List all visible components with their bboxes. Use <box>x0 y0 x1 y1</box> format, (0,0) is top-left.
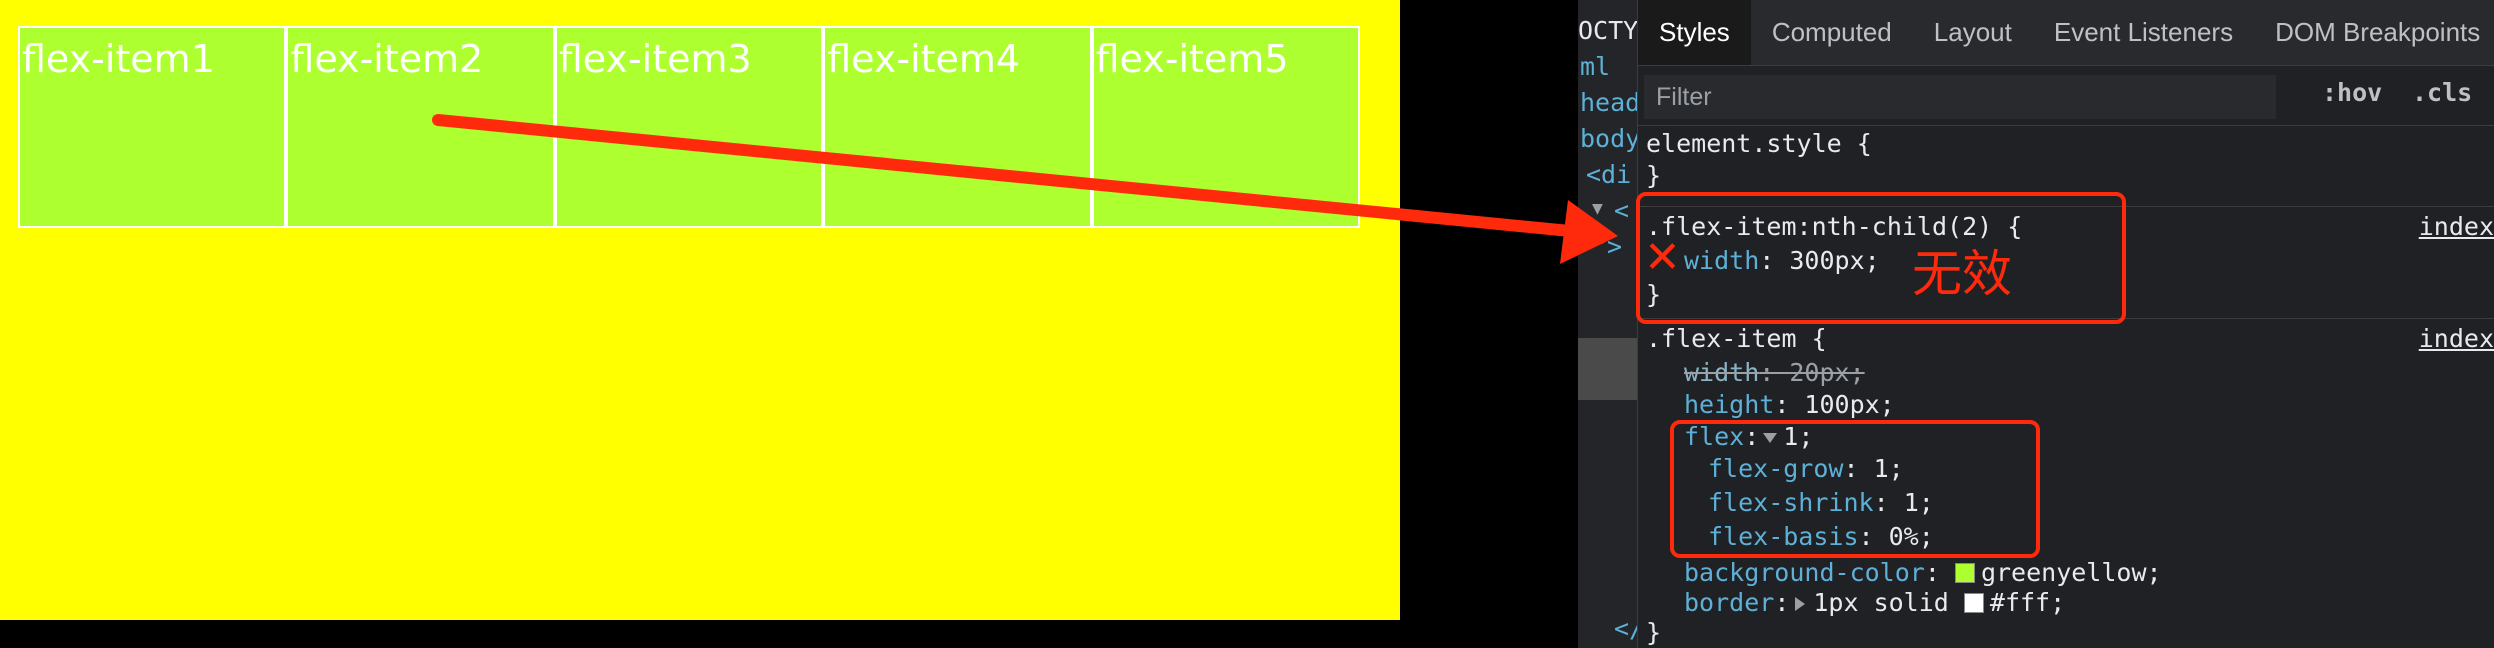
flex-item-1: flex-item1 <box>18 26 287 228</box>
property-value[interactable]: 100px; <box>1804 390 1895 419</box>
declaration-width[interactable]: width: 300px; <box>1684 246 1880 275</box>
filter-row: :hov .cls <box>1638 66 2494 126</box>
rule-selector[interactable]: .flex-item { <box>1646 324 1827 353</box>
tab-styles[interactable]: Styles <box>1638 0 1751 65</box>
rule-nth-child: .flex-item:nth-child(2) { index width: 3… <box>1638 206 2494 312</box>
elements-tree[interactable]: OCTY ml head body <di ▼ < "> </ <box>1578 0 1638 648</box>
cls-toggle-button[interactable]: .cls <box>2412 78 2473 107</box>
hov-toggle-button[interactable]: :hov <box>2322 78 2383 107</box>
devtools-tab-bar: Styles Computed Layout Event Listeners D… <box>1638 0 2494 66</box>
property-name[interactable]: width <box>1684 246 1760 275</box>
dom-line-body[interactable]: body <box>1580 124 1638 153</box>
rule-source-link[interactable]: index <box>2418 324 2494 353</box>
color-swatch-icon[interactable] <box>1954 563 1975 583</box>
property-value[interactable]: 1; <box>1783 422 1814 451</box>
rule-source-link[interactable]: index <box>2418 212 2494 241</box>
declaration-flex-grow[interactable]: flex-grow: 1; <box>1708 454 1904 483</box>
annotation-invalid-label: 无效 <box>1912 245 2012 303</box>
rule-flex-item: .flex-item { index width: 20px; height: … <box>1638 318 2494 648</box>
flex-item-4: flex-item4 <box>823 26 1092 228</box>
collapse-triangle-icon[interactable] <box>1763 433 1778 443</box>
tab-event-listeners[interactable]: Event Listeners <box>2053 17 2234 47</box>
annotation-cross-icon: ✕ <box>1644 232 1681 283</box>
rule-close-brace: } <box>1646 618 1662 647</box>
styles-pane: Styles Computed Layout Event Listeners D… <box>1638 0 2494 648</box>
property-value[interactable]: 0%; <box>1888 522 1934 551</box>
property-name[interactable]: flex-basis <box>1708 522 1859 551</box>
rule-close-brace: } <box>1646 280 1662 309</box>
declaration-width-overridden[interactable]: width: 20px; <box>1684 358 1865 387</box>
flex-container: flex-item1 flex-item2 flex-item3 flex-it… <box>18 26 1361 228</box>
property-value[interactable]: 300px; <box>1789 246 1880 275</box>
declaration-flex-basis[interactable]: flex-basis: 0%; <box>1708 522 1934 551</box>
dom-line-child[interactable]: < <box>1614 196 1630 225</box>
property-name[interactable]: height <box>1684 390 1775 419</box>
dom-line-close[interactable]: </ <box>1614 614 1637 643</box>
property-name[interactable]: flex <box>1684 422 1745 451</box>
flex-item-5: flex-item5 <box>1091 26 1361 228</box>
tab-dom-breakpoints[interactable]: DOM Breakpoints <box>2275 17 2481 47</box>
dom-line-head[interactable]: head <box>1580 88 1638 117</box>
expand-triangle-icon[interactable] <box>1795 597 1806 611</box>
declaration-background-color[interactable]: background-color: greenyellow; <box>1684 558 2162 587</box>
dom-expand-triangle[interactable]: ▼ <box>1592 198 1603 219</box>
tab-layout[interactable]: Layout <box>1933 17 2012 47</box>
property-name[interactable]: flex-grow <box>1708 454 1844 483</box>
property-value[interactable]: 1px solid <box>1813 588 1949 617</box>
property-name[interactable]: background-color <box>1684 558 1925 587</box>
styles-filter-input[interactable] <box>1644 75 2276 119</box>
property-value[interactable]: greenyellow; <box>1980 558 2162 587</box>
flex-item-2: flex-item2 <box>286 26 555 228</box>
annotation-box-flex <box>1670 420 2040 558</box>
property-name[interactable]: flex-shrink <box>1708 488 1874 517</box>
property-name[interactable]: width <box>1684 358 1760 387</box>
tab-computed[interactable]: Computed <box>1771 17 1892 47</box>
flex-item-3: flex-item3 <box>554 26 824 228</box>
property-value[interactable]: 20px; <box>1789 358 1865 387</box>
devtools-panel: OCTY ml head body <di ▼ < "> </ Styles C… <box>1578 0 2494 648</box>
dom-line-div[interactable]: <di <box>1586 160 1632 189</box>
rule-selector[interactable]: element.style { <box>1646 129 1872 158</box>
declaration-flex-shrink[interactable]: flex-shrink: 1; <box>1708 488 1934 517</box>
declaration-border[interactable]: border:1px solid #fff; <box>1684 588 2066 617</box>
rule-close-brace: } <box>1646 161 1662 190</box>
declaration-height[interactable]: height: 100px; <box>1684 390 1895 419</box>
annotation-box-nth-child <box>1636 192 2126 324</box>
dom-line-html[interactable]: ml <box>1580 52 1611 81</box>
property-value[interactable]: 1; <box>1873 454 1904 483</box>
rule-element-style: element.style { } <box>1638 128 2494 202</box>
page-preview: flex-item1 flex-item2 flex-item3 flex-it… <box>0 0 1400 620</box>
selected-node-highlight <box>1578 338 1637 400</box>
property-value[interactable]: 1; <box>1903 488 1934 517</box>
color-swatch-icon[interactable] <box>1963 593 1984 613</box>
rule-selector[interactable]: .flex-item:nth-child(2) { <box>1646 212 2023 241</box>
dom-line-doctype[interactable]: OCTY <box>1578 16 1638 45</box>
dom-line-attr[interactable]: "> <box>1592 232 1623 261</box>
property-value[interactable]: #fff; <box>1989 588 2066 617</box>
declaration-flex[interactable]: flex:1; <box>1684 422 1814 451</box>
property-name[interactable]: border <box>1684 588 1775 617</box>
